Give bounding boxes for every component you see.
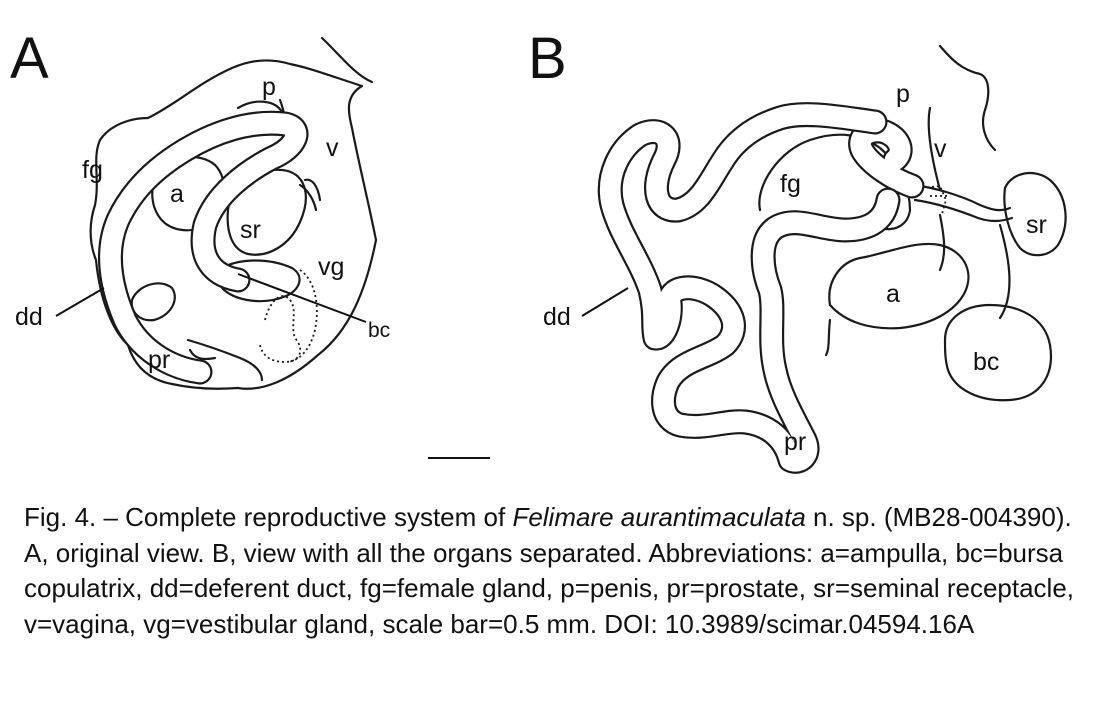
panel-a-label-p: p (262, 73, 276, 101)
panel-b-letter: B (528, 26, 567, 91)
panel-b-label-bc: bc (973, 348, 999, 376)
panel-b-label-v: v (934, 135, 947, 163)
panel-b-vagina (913, 183, 1012, 212)
panel-b-body-wall (938, 44, 997, 152)
figure-caption: Fig. 4. – Complete reproductive system o… (24, 500, 1084, 642)
panel-b-seminal-receptacle (1003, 171, 1067, 257)
panel-b-ampulla (828, 242, 970, 330)
panel-a-vagina (298, 178, 322, 212)
panel-b-label-fg: fg (780, 170, 801, 198)
panel-a-label-pr: pr (148, 346, 170, 374)
panel-b-bursa-copulatrix (943, 303, 1053, 402)
panel-a-label-bc: bc (368, 319, 390, 342)
panel-a-label-vg: vg (318, 253, 344, 281)
panel-b-dd-leader (581, 287, 629, 317)
panel-a-dd-leader (55, 287, 105, 317)
panel-a-bc-leader (237, 273, 367, 323)
panel-a-label-a: a (170, 180, 184, 208)
panel-b-label-dd: dd (543, 303, 571, 331)
caption-rest: n. sp. (MB28-004390). A, original view. … (24, 502, 1075, 639)
panel-a-vestibular-gland (259, 295, 302, 363)
caption-prefix: Fig. 4. – Complete reproductive system o… (24, 502, 513, 532)
panel-a-label-dd: dd (15, 303, 43, 331)
panel-b-drawing: B p v fg sr dd a bc pr (528, 26, 1067, 474)
panel-a-body-wall (320, 36, 374, 84)
panel-a-label-v: v (326, 134, 339, 162)
caption-species: Felimare aurantimaculata (512, 502, 806, 532)
figure-illustration: A p v fg a sr vg dd bc pr (10, 26, 1067, 474)
panel-a-prostate (186, 338, 264, 382)
panel-b-label-p: p (896, 80, 910, 108)
panel-a-label-fg: fg (82, 156, 103, 184)
panel-b-label-sr: sr (1026, 211, 1047, 239)
panel-b-label-a: a (886, 280, 900, 308)
panel-b-female-gland (758, 133, 912, 231)
panel-a-letter: A (10, 26, 49, 91)
panel-a-drawing: A p v fg a sr vg dd bc pr (10, 26, 390, 390)
panel-b-label-pr: pr (784, 428, 806, 456)
panel-a-label-sr: sr (240, 216, 261, 244)
